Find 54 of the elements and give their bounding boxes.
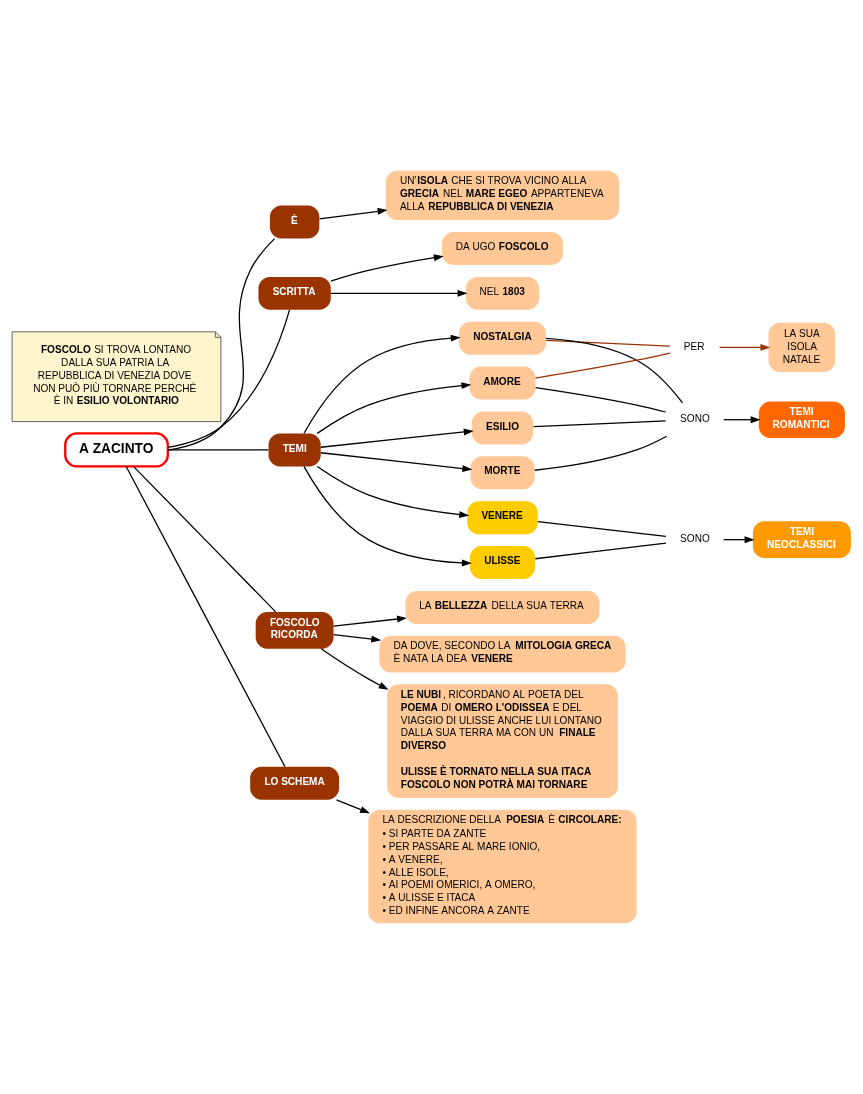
connector <box>532 420 667 428</box>
arrow <box>330 254 444 282</box>
connector <box>545 339 671 347</box>
arrow <box>318 207 388 220</box>
arrow <box>718 343 771 351</box>
arrow <box>303 465 472 567</box>
node-box: LE NUBI, RICORDANO AL POETA DEL POEMA DI OMERO L'ODISSEA E DEL VIAGGIO DI ULISSE ANCHE LUI LONTANO DALLA SUA TERRA MA CON UN FINALE DIVERSO ULISSE È TORNATO NELLA SUA ITACA FOSCOLO NON POTRÀ MAI TORNARE <box>387 684 618 798</box>
node-box: LA SUA ISOLA NATALE <box>768 322 836 373</box>
connector <box>167 237 276 451</box>
node-box: LA BELLEZZA DELLA SUA TERRA <box>405 590 600 624</box>
node-box: TEMI ROMANTICI <box>758 401 845 439</box>
connector <box>534 542 667 560</box>
arrow <box>722 536 755 544</box>
node-box: A ZACINTO <box>64 432 169 468</box>
arrow <box>316 465 470 519</box>
arrow <box>330 289 468 297</box>
node-box: FOSCOLO RICORDA <box>255 612 334 649</box>
arrow <box>320 428 474 448</box>
node-box: SCRITTA <box>258 276 331 310</box>
arrow <box>320 648 389 690</box>
arrow <box>320 452 473 472</box>
node-text: SONO <box>680 533 710 545</box>
connector <box>125 465 286 768</box>
arrow <box>722 416 761 424</box>
connector <box>534 352 671 379</box>
node-box: ESILIO <box>471 411 534 445</box>
arrow <box>332 634 382 643</box>
connector <box>167 309 291 449</box>
node-text: PER <box>683 340 705 352</box>
connector <box>537 521 667 538</box>
node-box: LO SCHEMA <box>250 766 339 800</box>
arrow <box>335 799 370 814</box>
node-box: DA UGO FOSCOLO <box>442 232 563 265</box>
node-box: ULISSE <box>469 546 535 580</box>
node-box: È <box>269 205 320 239</box>
connector <box>534 435 668 471</box>
node-box: NEL 1803 <box>465 276 540 310</box>
connector <box>133 465 277 613</box>
node-box: MORTE <box>470 456 535 490</box>
node-box: TEMI <box>268 433 321 467</box>
node-box: VENERE <box>467 501 538 535</box>
node-box: AMORE <box>469 366 536 400</box>
node-text: SONO <box>680 413 710 425</box>
node-box: TEMI NEOCLASSICI <box>752 521 851 558</box>
connector <box>545 337 684 404</box>
node-box: NOSTALGIA <box>458 321 546 355</box>
arrow <box>303 334 461 434</box>
connector <box>167 449 269 451</box>
arrow <box>316 382 472 435</box>
node-box: LA DESCRIZIONE DELLA POESIA È CIRCOLARE: • SI PARTE DA ZANTE • PER PASSARE AL MARE IONIO, • A VENERE, • ALLE ISOLE, • AI POEMI OMERICI, A OMERO, • A ULISSE E ITACA • ED INFINE ANCORA A ZANTE <box>368 809 637 924</box>
node-box: DA DOVE, SECONDO LA MITOLOGIA GRECA È NATA LA DEA VENERE <box>379 635 626 673</box>
arrow <box>332 615 407 627</box>
connector <box>534 386 667 413</box>
node-box: UN'ISOLA CHE SI TROVA VICINO ALLA GRECIA NEL MARE EGEO APPARTENEVA ALLA REPUBBLICA DI VENEZIA <box>385 170 620 221</box>
